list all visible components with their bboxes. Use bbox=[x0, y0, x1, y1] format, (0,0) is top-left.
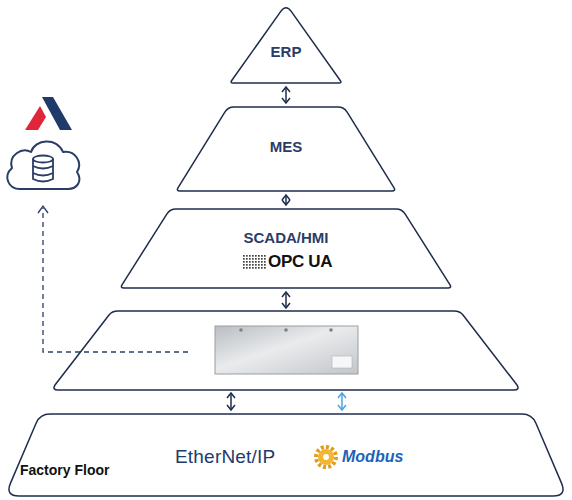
modbus-gear-mark-part bbox=[318, 449, 334, 465]
layout-arrow-part bbox=[341, 393, 343, 410]
gateway-device-part bbox=[329, 328, 333, 332]
level-label: ERP bbox=[228, 43, 344, 60]
cloud-database-icon bbox=[7, 141, 79, 189]
modbus-gear-mark bbox=[316, 447, 336, 467]
layout-arrow-part bbox=[230, 393, 232, 410]
node-outline-shape bbox=[9, 414, 563, 496]
gateway-device-part bbox=[332, 356, 352, 368]
opc-logo-mark-part bbox=[242, 254, 267, 269]
node-outline-shape bbox=[121, 209, 450, 288]
double-arrow-connector bbox=[285, 195, 287, 205]
layout-arrow-part bbox=[285, 292, 287, 308]
gateway-device-part bbox=[239, 328, 243, 332]
cloud-database-icon-part bbox=[33, 159, 53, 182]
modbus-gear-mark-part bbox=[323, 454, 329, 460]
cloud-database-icon-part bbox=[33, 166, 53, 176]
brand-logo-part bbox=[42, 97, 72, 130]
gateway-band-part bbox=[54, 311, 518, 390]
level-label: SCADA/HMI bbox=[118, 229, 454, 246]
cloud-database-icon-part bbox=[33, 156, 53, 163]
brand-logo-part bbox=[25, 106, 46, 130]
opc-logo-mark bbox=[242, 254, 267, 269]
gateway-device bbox=[215, 326, 358, 374]
double-arrow-connector bbox=[285, 87, 287, 103]
level-label: Factory Floor bbox=[20, 462, 150, 478]
pyramid-level: ERP bbox=[228, 3, 344, 85]
gateway-band bbox=[54, 311, 518, 390]
pyramid-level: SCADA/HMI OPC UA bbox=[118, 207, 454, 290]
node-outline bbox=[118, 207, 454, 290]
cloud-link-dashed-part bbox=[38, 206, 48, 213]
protocol-logo-text: OPC UA bbox=[268, 252, 358, 272]
level-label: MES bbox=[174, 138, 398, 155]
gateway-device-part bbox=[215, 326, 358, 374]
factory-floor-band: Factory Floor EtherNet/IP Modbus bbox=[3, 413, 569, 498]
pyramid-level: MES bbox=[174, 105, 398, 193]
cloud-database-icon-part bbox=[7, 141, 79, 189]
node-outline bbox=[3, 413, 569, 498]
modbus-gear-mark-part bbox=[316, 447, 336, 467]
gateway-device-part bbox=[284, 328, 288, 332]
layout-arrow bbox=[231, 292, 342, 410]
protocol-logo-text: Modbus bbox=[342, 448, 422, 466]
brand-logo bbox=[25, 97, 72, 130]
protocol-logo-text: EtherNet/IP bbox=[175, 446, 305, 468]
